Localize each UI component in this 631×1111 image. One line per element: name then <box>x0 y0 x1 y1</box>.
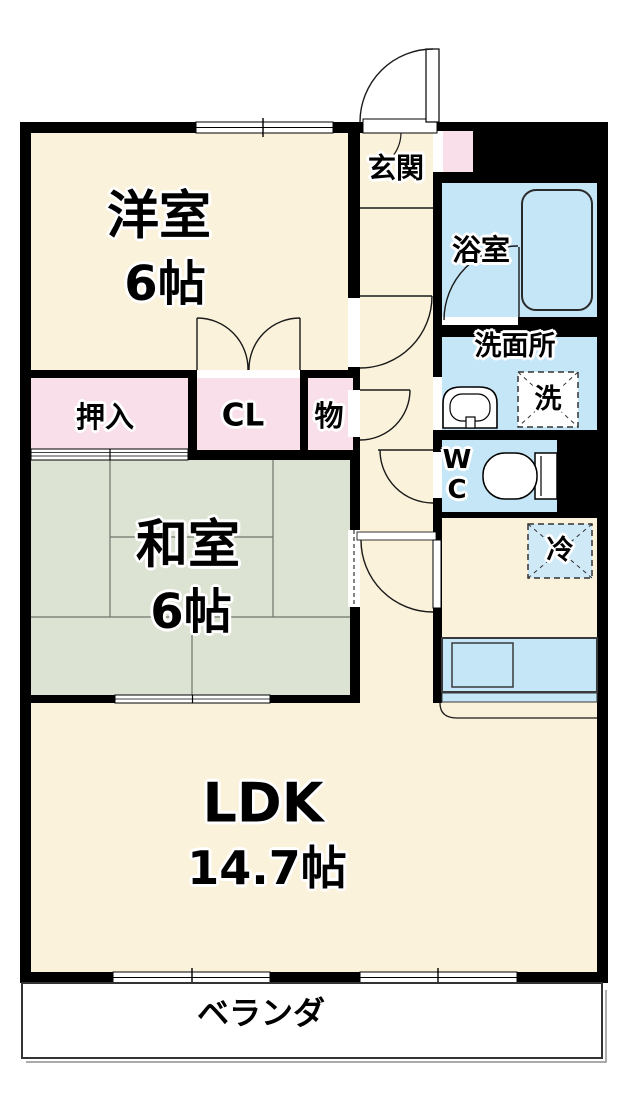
japanese-room-label: 和室 <box>135 515 241 576</box>
western-room-door-swing-arc <box>359 295 433 369</box>
door-swings <box>196 245 520 613</box>
bathroom-door-opening <box>442 317 518 325</box>
ldk-floor <box>31 703 597 972</box>
veranda-shadow-line <box>26 990 607 1063</box>
cl-door-right-swing-arc <box>248 317 301 371</box>
cl-label: CL <box>221 397 265 434</box>
wc-label-line1: W <box>442 445 472 475</box>
oshiire-label: 押入 <box>75 399 135 434</box>
storage-door-swing-arc <box>359 389 411 441</box>
ldk-size: 14.7帖 <box>187 840 347 895</box>
bathroom-label: 浴室 <box>451 232 511 267</box>
oshiire-closet-floor <box>31 378 188 449</box>
kitchen-counter <box>439 637 598 719</box>
refrigerator-icon <box>527 523 593 579</box>
japanese-room-floor <box>31 460 350 695</box>
western-room-door-opening <box>348 298 360 367</box>
tatami-lines <box>31 460 350 695</box>
kitchen-floor-line <box>439 702 597 719</box>
entrance-label: 玄関 <box>367 151 425 185</box>
washroom-door-opening <box>433 377 442 430</box>
cl-closet-floor <box>197 378 300 450</box>
sliding-door-japanese-room <box>114 694 271 704</box>
entrance-door-leaf <box>425 48 440 123</box>
ldk-label: LDK <box>202 771 324 835</box>
wc-door-opening <box>433 452 442 498</box>
wc-door-swing-arc <box>379 449 434 504</box>
kitchen-sink <box>451 642 514 688</box>
cl-door-left-swing-arc <box>196 317 249 371</box>
washing-machine-label: 洗 <box>534 383 562 415</box>
entrance-inner-arc <box>386 132 402 163</box>
ldk-door-swing-arc <box>360 539 434 613</box>
toilet-icon <box>482 452 558 500</box>
western-room-size: 6帖 <box>124 255 206 312</box>
japanese-room-size: 6帖 <box>150 583 232 640</box>
sliding-door-oshiire <box>30 448 189 461</box>
window-top <box>195 118 334 137</box>
bathroom-door-swing-arc <box>443 245 519 321</box>
cl-door-opening <box>197 370 300 378</box>
bathtub-icon <box>521 189 593 311</box>
entrance-door-swing-arc <box>359 48 434 123</box>
mono-label: 物 <box>314 398 344 433</box>
western-room-floor <box>31 133 348 370</box>
veranda-label: ベランダ <box>196 994 326 1033</box>
hallway-lower-floor <box>360 540 433 703</box>
mono-closet-floor <box>308 378 353 450</box>
entrance-door-threshold <box>362 118 438 134</box>
shoe-cabinet-gap <box>433 131 443 172</box>
ldk-door-opening <box>356 531 437 541</box>
sink-icon <box>442 386 498 429</box>
shoe-cabinet <box>443 131 473 172</box>
washroom-label: 洗面所 <box>474 330 556 362</box>
veranda-area <box>21 982 607 1063</box>
storage-door-opening <box>348 390 360 437</box>
entrance-hall-floor <box>360 133 433 532</box>
wc-label-line2: C <box>447 475 467 505</box>
refrigerator-label: 冷 <box>546 534 574 566</box>
washing-machine-icon <box>517 371 579 428</box>
ldk-door-leaf <box>432 539 442 609</box>
western-room-label: 洋室 <box>106 186 212 247</box>
